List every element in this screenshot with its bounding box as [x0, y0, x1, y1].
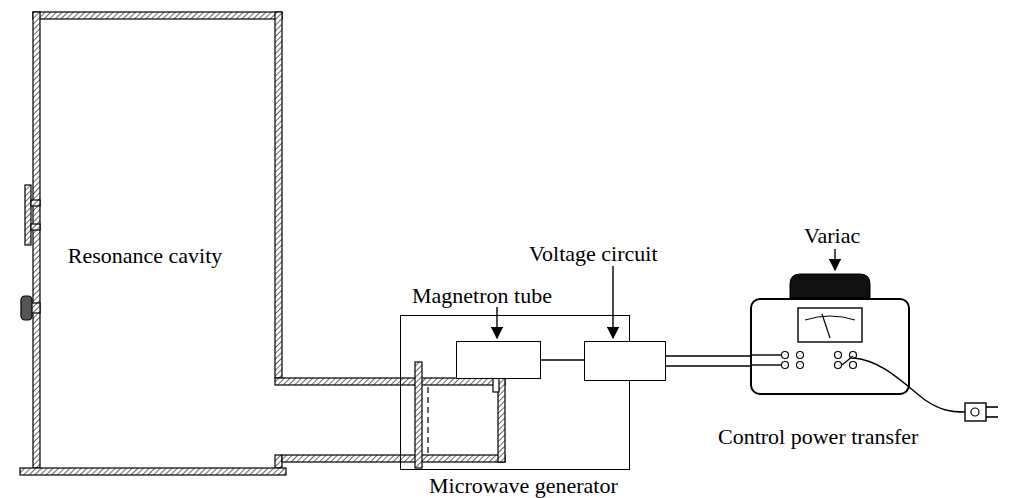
flange-dash: [427, 387, 428, 453]
inner-wire: [750, 354, 782, 355]
leader-arrow: [496, 307, 497, 338]
meter-needle: [822, 314, 830, 338]
wire-connector: [541, 359, 584, 360]
switch-wire: [842, 356, 853, 365]
plug: [965, 403, 986, 421]
node-label: Magnetron tube: [412, 284, 552, 308]
magnetron-box: Magnetron tube: [456, 341, 541, 379]
wire-connector: [666, 356, 750, 366]
node-label: Variac: [804, 224, 860, 248]
node-label: Voltage circuit: [529, 242, 658, 266]
inner-wire: [750, 364, 782, 365]
node-label: Microwave generator: [429, 474, 618, 498]
plug-label: Control power transfer: [718, 425, 918, 449]
variac-knob: [790, 274, 870, 298]
variac-body: Variac: [750, 298, 910, 395]
plug-prong: [986, 406, 998, 408]
meter-scale: [805, 316, 855, 320]
terminals: [782, 352, 857, 369]
variac-meter: [798, 308, 862, 342]
antenna: [493, 378, 499, 392]
plug-mark: [971, 408, 979, 416]
plug-prong: [986, 416, 998, 418]
leader-arrow: [612, 266, 613, 338]
generator-housing: Microwave generatorMagnetron tubeVoltage…: [400, 315, 630, 470]
leader-arrow: [834, 249, 835, 270]
cavity-walls: [20, 12, 505, 475]
knob: [21, 296, 32, 320]
voltage-circuit-box: Voltage circuit: [584, 341, 666, 381]
resonance-cavity: Resonance cavity: [40, 19, 275, 468]
node-label: Resonance cavity: [40, 244, 250, 268]
